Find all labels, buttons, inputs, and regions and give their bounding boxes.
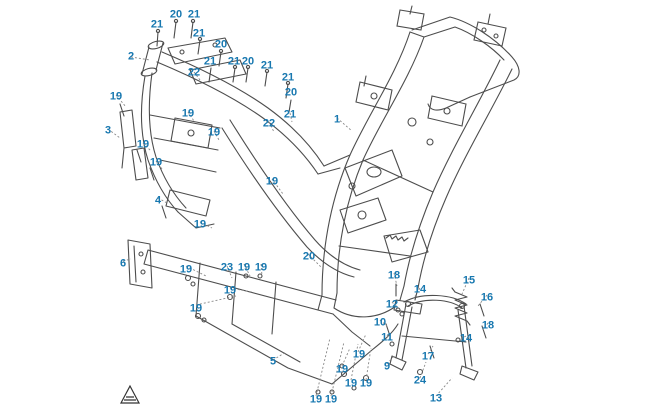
- part-label-20-0[interactable]: 20: [169, 8, 183, 21]
- part-label-14-41[interactable]: 14: [459, 332, 473, 345]
- part-label-19-42[interactable]: 19: [352, 348, 366, 361]
- part-label-12-36[interactable]: 12: [385, 298, 399, 311]
- part-label-20-25[interactable]: 20: [302, 250, 316, 263]
- part-label-18-31[interactable]: 18: [387, 269, 401, 282]
- part-label-19-49[interactable]: 19: [359, 377, 373, 390]
- part-label-11-40[interactable]: 11: [381, 331, 393, 344]
- part-label-21-7[interactable]: 21: [227, 55, 241, 68]
- brand-logo-icon: [120, 384, 140, 404]
- part-label-21-1[interactable]: 21: [187, 8, 201, 21]
- part-label-23-27[interactable]: 23: [220, 261, 234, 274]
- part-label-1-16[interactable]: 1: [333, 113, 341, 126]
- part-label-19-37[interactable]: 19: [189, 302, 203, 315]
- leader-lines: [107, 56, 489, 397]
- part-label-19-15[interactable]: 19: [181, 107, 195, 120]
- part-label-19-13[interactable]: 19: [109, 90, 123, 103]
- part-label-6-26[interactable]: 6: [119, 257, 127, 270]
- part-label-3-18[interactable]: 3: [104, 124, 112, 137]
- part-label-19-52[interactable]: 19: [324, 393, 338, 406]
- part-label-19-21[interactable]: 19: [149, 156, 163, 169]
- part-label-22-17[interactable]: 22: [262, 117, 276, 130]
- part-label-21-3[interactable]: 21: [192, 27, 206, 40]
- part-label-19-30[interactable]: 19: [179, 263, 193, 276]
- part-label-21-6[interactable]: 21: [203, 55, 217, 68]
- part-label-17-43[interactable]: 17: [421, 350, 435, 363]
- part-label-24-47[interactable]: 24: [413, 374, 427, 387]
- part-label-2-5[interactable]: 2: [127, 50, 135, 63]
- part-label-19-34[interactable]: 19: [223, 284, 237, 297]
- part-label-13-50[interactable]: 13: [429, 392, 443, 405]
- part-label-21-11[interactable]: 21: [281, 71, 295, 84]
- floor-rails: [127, 229, 429, 385]
- part-label-20-4[interactable]: 20: [214, 38, 228, 51]
- part-label-9-45[interactable]: 9: [383, 360, 391, 373]
- part-label-19-24[interactable]: 19: [193, 218, 207, 231]
- part-label-20-8[interactable]: 20: [241, 55, 255, 68]
- part-label-19-46[interactable]: 19: [335, 363, 349, 376]
- part-label-10-38[interactable]: 10: [373, 316, 387, 329]
- part-label-19-48[interactable]: 19: [344, 377, 358, 390]
- part-label-16-35[interactable]: 16: [480, 291, 494, 304]
- rear-frame: [317, 16, 520, 318]
- front-frame: [119, 37, 361, 278]
- part-label-21-2[interactable]: 21: [150, 18, 164, 31]
- part-label-19-51[interactable]: 19: [309, 393, 323, 406]
- part-label-4-23[interactable]: 4: [154, 194, 162, 207]
- part-label-19-29[interactable]: 19: [254, 261, 268, 274]
- part-label-20-12[interactable]: 20: [284, 86, 298, 99]
- part-label-18-39[interactable]: 18: [481, 319, 495, 332]
- part-label-5-44[interactable]: 5: [269, 355, 277, 368]
- part-label-19-20[interactable]: 19: [136, 138, 150, 151]
- part-label-19-19[interactable]: 19: [207, 126, 221, 139]
- hardware-parts: [119, 5, 507, 395]
- part-label-22-10[interactable]: 22: [187, 66, 201, 79]
- part-label-15-32[interactable]: 15: [462, 274, 476, 287]
- part-label-14-33[interactable]: 14: [413, 283, 427, 296]
- part-label-21-9[interactable]: 21: [260, 59, 274, 72]
- part-label-21-14[interactable]: 21: [283, 108, 297, 121]
- part-label-19-28[interactable]: 19: [237, 261, 251, 274]
- part-label-19-22[interactable]: 19: [265, 175, 279, 188]
